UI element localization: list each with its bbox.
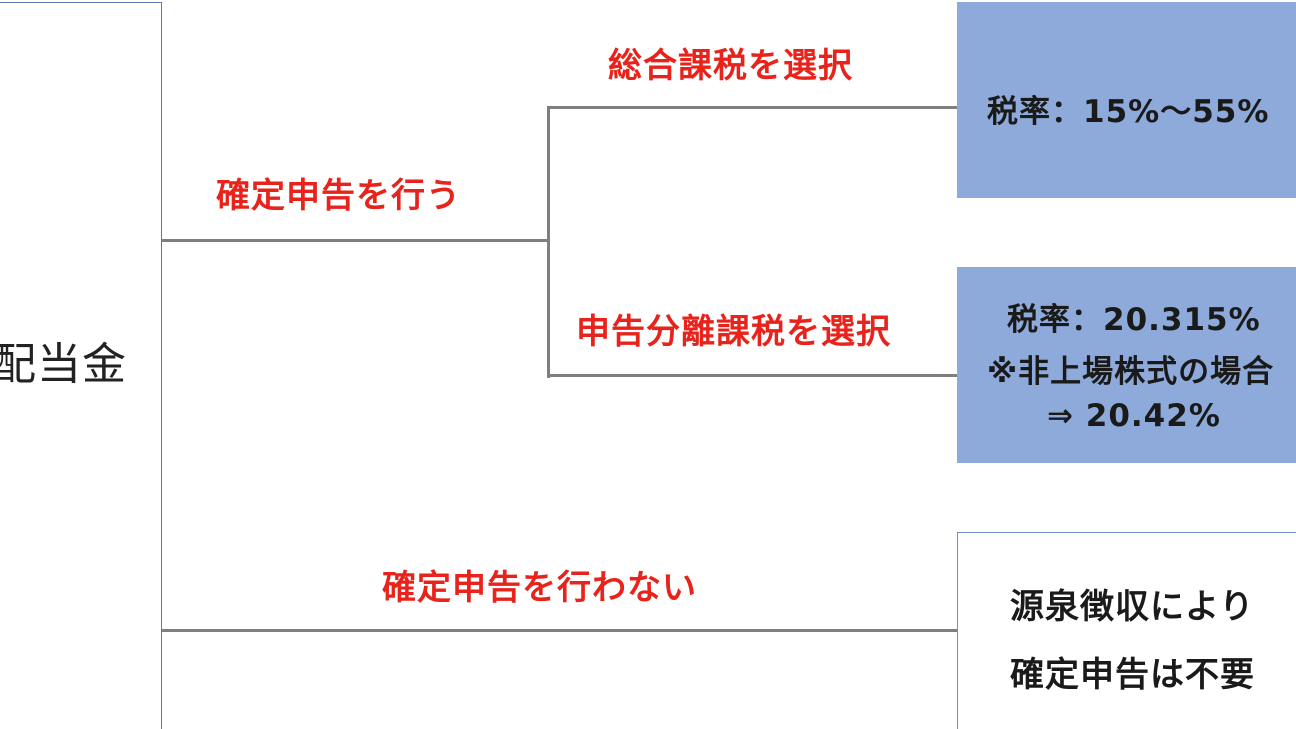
connector-no-return (162, 629, 959, 632)
result-box-separate: 税率：20.315% ※非上場株式の場合 ⇒ 20.42% (957, 267, 1296, 463)
connector-split-vertical (547, 106, 550, 378)
branch-label-file-return: 確定申告を行う (216, 176, 461, 216)
result-comprehensive-rate: 税率：15%～55% (987, 94, 1270, 130)
root-node-label: 配当金 (0, 339, 127, 390)
connector-file-return (162, 239, 550, 242)
branch-label-no-return: 確定申告を行わない (382, 568, 697, 608)
result-box-comprehensive: 税率：15%～55% (957, 2, 1296, 198)
branch-label-comprehensive: 総合課税を選択 (608, 46, 853, 86)
result-separate-rate: 税率：20.315% (1007, 302, 1261, 338)
result-separate-unlisted-rate: ⇒ 20.42% (1047, 398, 1221, 434)
connector-separate (547, 374, 959, 377)
result-no-return-line1: 源泉徴収により (1010, 587, 1255, 627)
branch-label-separate: 申告分離課税を選択 (576, 312, 891, 352)
result-box-no-return: 源泉徴収により 確定申告は不要 (957, 532, 1296, 729)
root-node-box (0, 2, 162, 729)
connector-comprehensive (547, 106, 959, 109)
result-separate-note: ※非上場株式の場合 (987, 354, 1275, 390)
result-no-return-line2: 確定申告は不要 (1010, 655, 1255, 695)
